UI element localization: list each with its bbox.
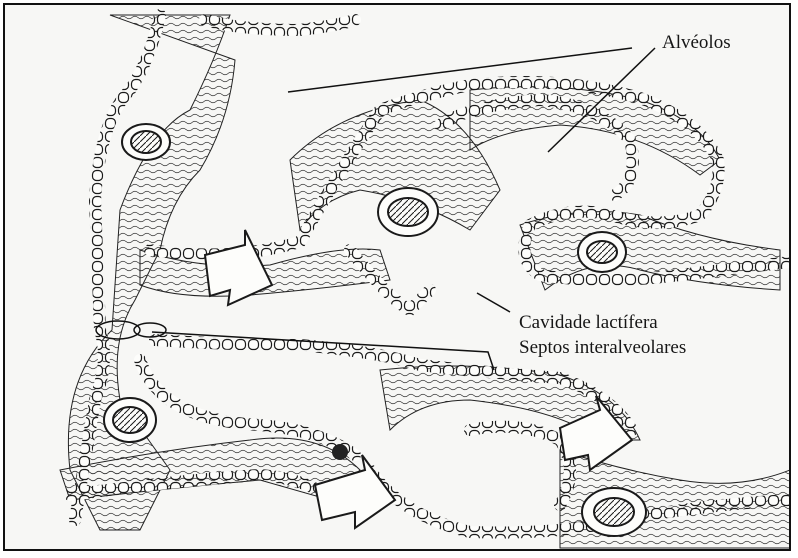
label-septos-interalveolares: Septos interalveolares [519,337,686,359]
cavidade-leader [477,293,510,312]
capillary-3 [578,232,626,272]
capillary-4 [104,398,156,442]
label-alveolos: Alvéolos [662,32,731,54]
capillary-5 [582,488,646,536]
capillary-2 [378,188,438,236]
cell-nucleus [332,444,348,460]
capillary-1 [122,124,170,160]
label-cavidade-lactifera: Cavidade lactífera [519,312,658,334]
